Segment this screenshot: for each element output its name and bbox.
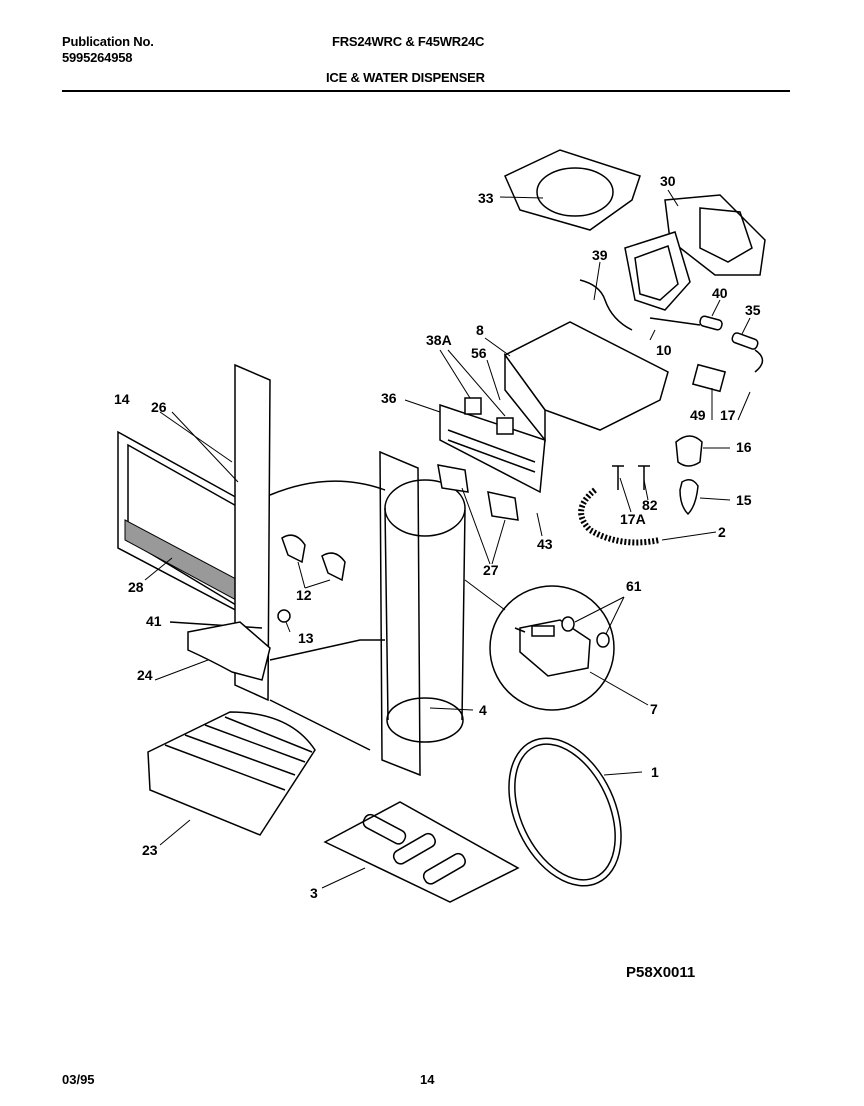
part-49-switch — [691, 363, 727, 393]
label-4: 4 — [479, 702, 487, 718]
label-49: 49 — [690, 407, 706, 423]
part-82-screw — [638, 465, 650, 490]
drawing-code: P58X0011 — [626, 964, 696, 981]
footer-date: 03/95 — [62, 1072, 95, 1087]
leader-lines — [144, 189, 751, 889]
part-23-drip-tray — [147, 711, 316, 836]
label-8: 8 — [476, 322, 484, 338]
part-17a-screw — [612, 465, 624, 490]
label-16: 16 — [736, 439, 752, 455]
part-number-labels: 33 30 39 40 35 8 38A 56 10 36 49 17 16 1… — [114, 173, 761, 901]
page-number: 14 — [420, 1072, 435, 1087]
part-16-light-socket — [675, 435, 703, 467]
label-17a: 17A — [620, 511, 646, 527]
label-40: 40 — [712, 285, 728, 301]
part-30-chute-door — [624, 194, 766, 311]
part-2-harness — [578, 487, 661, 546]
part-24-paddle — [187, 621, 271, 681]
part-13-washer — [277, 609, 291, 623]
publication-number: 5995264958 — [62, 50, 133, 65]
label-23: 23 — [142, 842, 158, 858]
label-27: 27 — [483, 562, 499, 578]
header-rule — [62, 90, 790, 92]
label-24: 24 — [137, 667, 153, 683]
label-43: 43 — [537, 536, 553, 552]
label-30: 30 — [660, 173, 676, 189]
label-39: 39 — [592, 247, 608, 263]
label-13: 13 — [298, 630, 314, 646]
label-10: 10 — [656, 342, 672, 358]
detail-switch-circle — [464, 579, 615, 711]
part-39-spring — [579, 279, 633, 331]
label-61: 61 — [626, 578, 642, 594]
label-56: 56 — [471, 345, 487, 361]
label-14: 14 — [114, 391, 130, 407]
label-33: 33 — [478, 190, 494, 206]
part-27-clips — [437, 464, 519, 521]
section-title: ICE & WATER DISPENSER — [326, 70, 485, 85]
part-4-cylinder — [269, 479, 466, 751]
label-15: 15 — [736, 492, 752, 508]
label-1: 1 — [651, 764, 659, 780]
label-82: 82 — [642, 497, 658, 513]
part-33-top-cover — [504, 149, 641, 231]
label-41: 41 — [146, 613, 162, 629]
publication-label: Publication No. — [62, 34, 154, 49]
part-1-seal-ring — [508, 737, 622, 887]
label-17: 17 — [720, 407, 736, 423]
part-8-36-housing — [439, 321, 669, 494]
label-28: 28 — [128, 579, 144, 595]
model-numbers: FRS24WRC & F45WR24C — [332, 34, 485, 49]
label-36: 36 — [381, 390, 397, 406]
part-3-heater — [323, 801, 520, 903]
label-12: 12 — [296, 587, 312, 603]
label-35: 35 — [745, 302, 761, 318]
part-15-light-bulb — [679, 479, 699, 516]
label-38a: 38A — [426, 332, 452, 348]
label-3: 3 — [310, 885, 318, 901]
part-12-clips — [281, 534, 346, 582]
right-frame-post — [379, 450, 421, 777]
part-40-35-solenoid — [649, 315, 764, 373]
left-frame-post — [234, 363, 271, 702]
label-26: 26 — [151, 399, 167, 415]
label-7: 7 — [650, 701, 658, 717]
label-2: 2 — [718, 524, 726, 540]
